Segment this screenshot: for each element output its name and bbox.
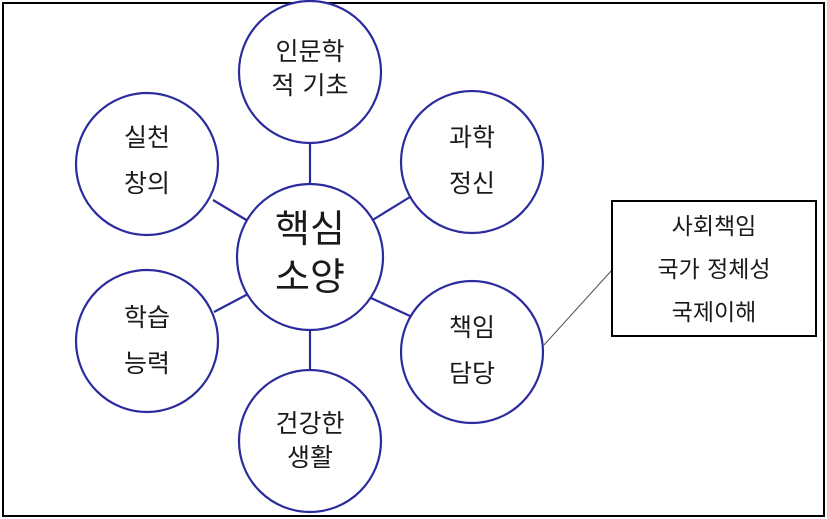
node-responsibility-line1: 책임: [449, 313, 495, 342]
node-science-line2: 정신: [449, 169, 495, 198]
node-responsibility-line2: 담당: [449, 359, 495, 388]
node-humanities-line2: 적 기초: [272, 71, 349, 100]
node-practice: 실천 창의: [74, 91, 220, 237]
center-label-line2: 소양: [275, 255, 345, 299]
callout-line2: 국가 정체성: [657, 257, 770, 283]
callout-connector: [543, 269, 613, 346]
callout-line1: 사회책임: [672, 214, 757, 240]
node-learning-line1: 학습: [124, 303, 170, 332]
node-practice-line2: 창의: [124, 169, 170, 198]
node-learning-line2: 능력: [124, 349, 170, 378]
callout-box: 사회책임 국가 정체성 국제이해: [611, 200, 817, 337]
connector-learning: [213, 293, 249, 313]
node-health-line1: 건강한: [275, 409, 344, 438]
node-learning: 학습 능력: [74, 268, 220, 414]
callout-line3: 국제이해: [672, 300, 757, 326]
node-health: 건강한 생활: [237, 368, 383, 514]
node-humanities: 인문학 적 기초: [237, 0, 383, 145]
node-humanities-line1: 인문학: [275, 37, 344, 66]
node-science: 과학 정신: [399, 89, 545, 235]
node-science-line1: 과학: [449, 123, 495, 152]
node-health-line2: 생활: [287, 443, 333, 472]
connector-responsibility: [370, 297, 411, 317]
node-responsibility: 책임 담당: [399, 279, 545, 425]
center-label-line1: 핵심: [275, 207, 345, 251]
node-practice-line1: 실천: [124, 123, 170, 152]
center-node: 핵심 소양: [235, 182, 385, 332]
connector-practice: [212, 199, 249, 222]
connector-science: [370, 196, 411, 222]
